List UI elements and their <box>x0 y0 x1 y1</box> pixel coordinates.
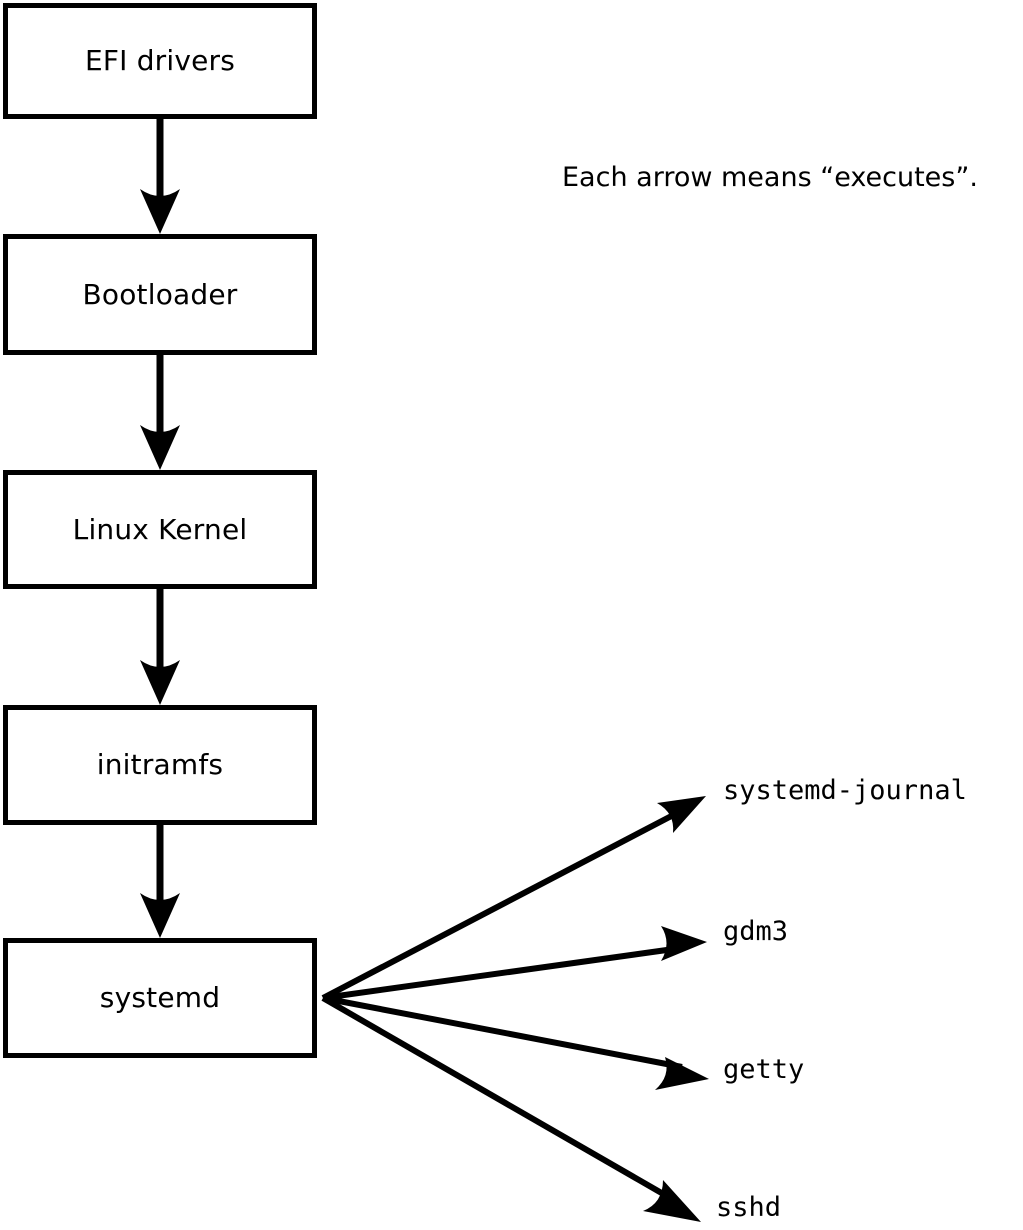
node-gdm3[interactable]: gdm3 <box>723 916 789 947</box>
edge-systemd-to-systemd-journal <box>321 796 706 1001</box>
node-getty[interactable]: getty <box>723 1054 805 1085</box>
edge-linux-kernel-to-initramfs <box>140 588 180 705</box>
node-sshd[interactable]: sshd <box>716 1192 782 1223</box>
edge-initramfs-to-systemd <box>140 825 180 938</box>
node-linux-kernel[interactable]: Linux Kernel <box>3 470 317 589</box>
edge-systemd-to-gdm3 <box>322 926 707 1001</box>
edge-efi-drivers-to-bootloader <box>140 118 180 234</box>
node-label-initramfs: initramfs <box>96 748 224 781</box>
node-label-systemd: systemd <box>99 981 221 1014</box>
node-efi-drivers[interactable]: EFI drivers <box>3 3 317 119</box>
edge-bootloader-to-linux-kernel <box>140 355 180 470</box>
legend-note: Each arrow means “executes”. <box>562 162 978 193</box>
node-label-efi-drivers: EFI drivers <box>84 44 236 77</box>
node-systemd-journal[interactable]: systemd-journal <box>723 775 967 806</box>
node-initramfs[interactable]: initramfs <box>3 705 317 825</box>
node-label-bootloader: Bootloader <box>82 277 238 311</box>
node-bootloader[interactable]: Bootloader <box>3 234 317 355</box>
edge-systemd-to-getty <box>322 995 709 1090</box>
node-label-linux-kernel: Linux Kernel <box>72 512 248 546</box>
edge-systemd-to-sshd <box>321 995 701 1222</box>
node-systemd[interactable]: systemd <box>3 938 317 1058</box>
